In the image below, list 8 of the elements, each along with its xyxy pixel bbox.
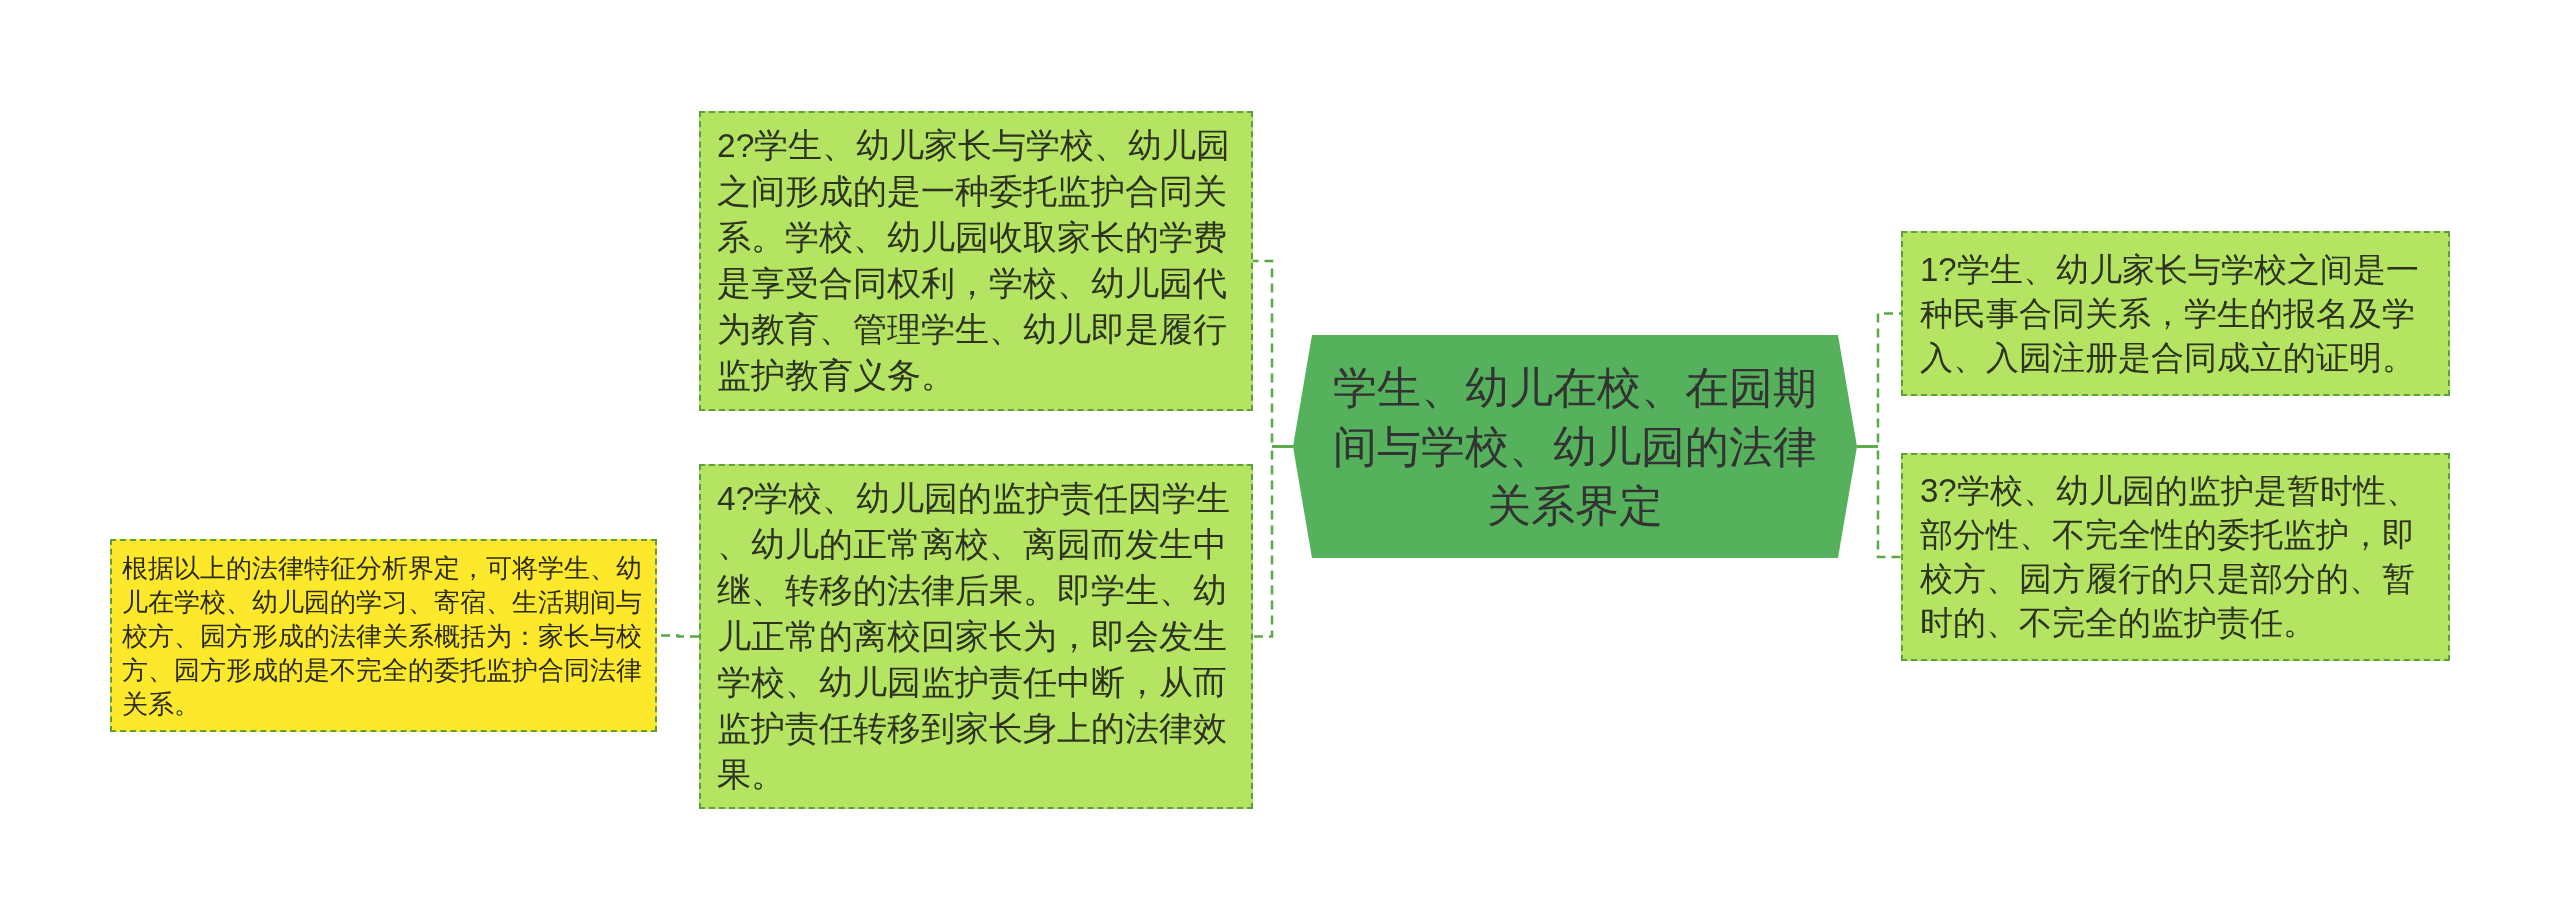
topic-hexagon: 学生、幼儿在校、在园期间与学校、幼儿园的法律关系界定 xyxy=(1293,335,1857,558)
text-box: 3?学校、幼儿园的监护是暂时性、部分性、不完全性的委托监护，即校方、园方履行的只是部分的、暂时的、不完全的监护责任。 xyxy=(1901,453,2450,661)
text-box: 4?学校、幼儿园的监护责任因学生、幼儿的正常离校、离园而发生中继、转移的法律后果。即学生、幼儿正常的离校回家长为，即会发生学校、幼儿园监护责任中断，从而监护责任转移到家长身上的法律效果。 xyxy=(699,464,1253,809)
text-box: 1?学生、幼儿家长与学校之间是一种民事合同关系，学生的报名及学入、入园注册是合同成立的证明。 xyxy=(1901,231,2450,396)
connector-line xyxy=(1253,445,1293,638)
connector-line xyxy=(1857,445,1901,559)
text-box: 根据以上的法律特征分析界定，可将学生、幼儿在学校、幼儿园的学习、寄宿、生活期间与校方、园方形成的法律关系概括为：家长与校方、园方形成的是不完全的委托监护合同法律关系。 xyxy=(110,539,657,732)
text-box: 2?学生、幼儿家长与学校、幼儿园之间形成的是一种委托监护合同关系。学校、幼儿园收取家长的学费是享受合同权利，学校、幼儿园代为教育、管理学生、幼儿即是履行监护教育义务。 xyxy=(699,111,1253,411)
